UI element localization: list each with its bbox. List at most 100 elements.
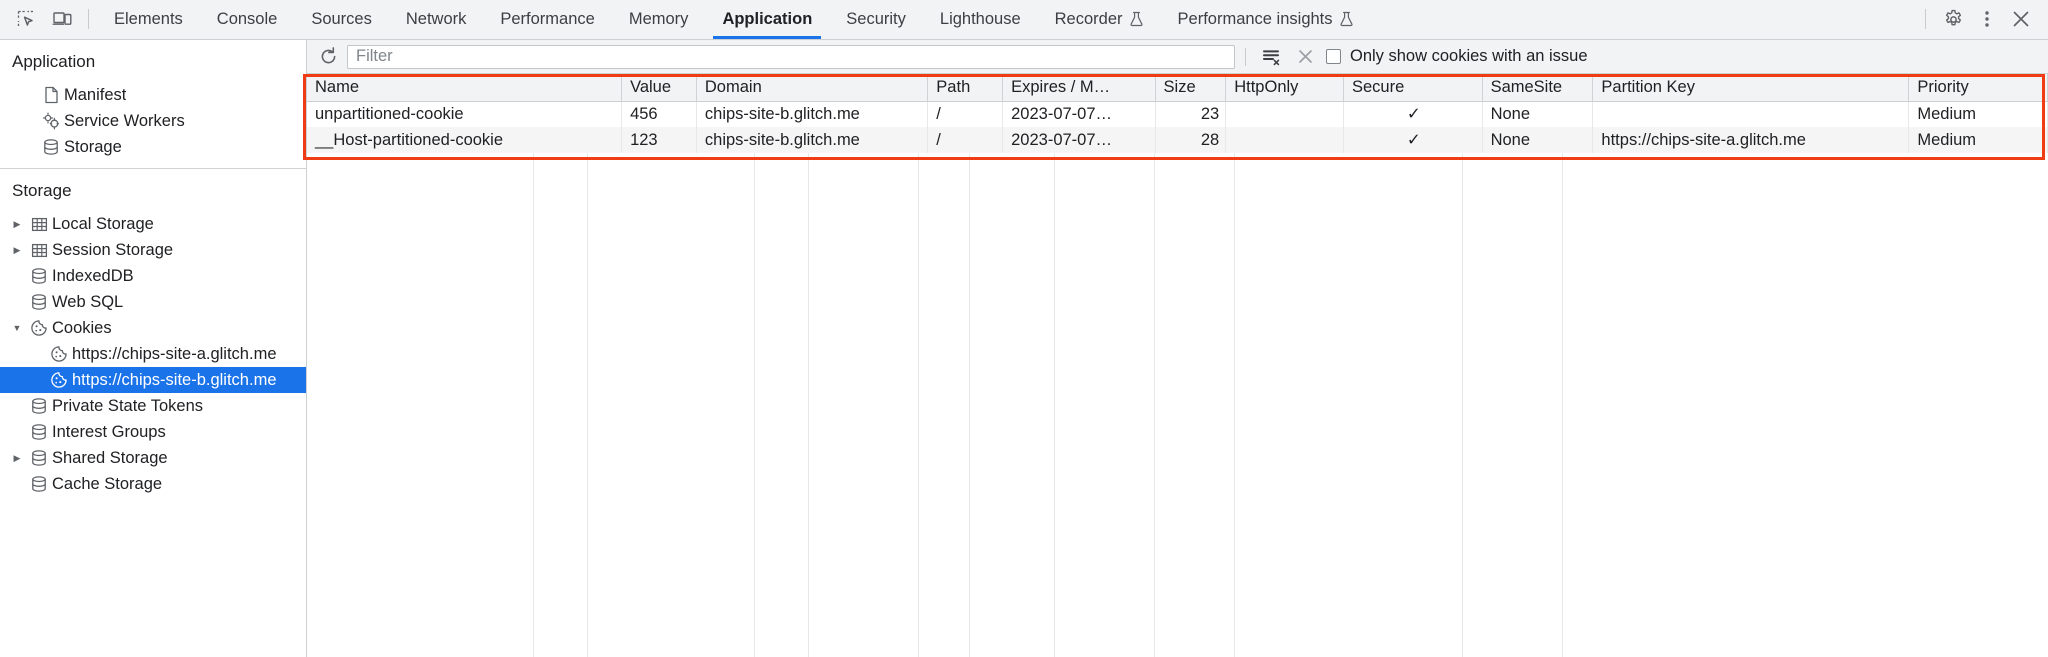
inspect-element-icon[interactable] bbox=[8, 4, 44, 34]
sidebar-storage-group: Storage ▶ Local Storage ▶ bbox=[0, 169, 306, 505]
close-devtools-icon[interactable] bbox=[2004, 2, 2038, 36]
tab-recorder[interactable]: Recorder bbox=[1038, 0, 1161, 39]
sidebar-item-label: Private State Tokens bbox=[52, 396, 204, 415]
tab-application[interactable]: Application bbox=[705, 0, 829, 39]
sidebar-item-storage[interactable]: Storage bbox=[0, 134, 306, 160]
cookie-icon bbox=[26, 319, 52, 337]
column-header-secure[interactable]: Secure bbox=[1343, 74, 1483, 102]
tab-sources[interactable]: Sources bbox=[294, 0, 389, 39]
table-grid-icon bbox=[26, 216, 52, 233]
cell-priority: Medium bbox=[1908, 127, 2048, 153]
sidebar-item-interest-groups[interactable]: Interest Groups bbox=[0, 419, 306, 445]
database-icon bbox=[38, 138, 64, 156]
cookies-panel: Filter Only show cookies with an bbox=[307, 40, 2048, 657]
cookie-icon bbox=[46, 345, 72, 363]
empty-col bbox=[919, 153, 970, 657]
sidebar-item-cookies[interactable]: ▼ Cookies bbox=[0, 315, 306, 341]
column-header-path[interactable]: Path bbox=[927, 74, 1004, 102]
column-header-name[interactable]: Name bbox=[307, 74, 623, 102]
sidebar-item-label: Local Storage bbox=[52, 214, 154, 233]
more-options-icon[interactable] bbox=[1970, 2, 2004, 36]
column-header-expires[interactable]: Expires / M… bbox=[1002, 74, 1156, 102]
sidebar-divider bbox=[0, 168, 306, 169]
empty-col bbox=[1055, 153, 1155, 657]
column-header-value[interactable]: Value bbox=[621, 74, 697, 102]
empty-col bbox=[809, 153, 919, 657]
sidebar-item-label: Service Workers bbox=[64, 111, 185, 130]
settings-gear-icon[interactable] bbox=[1936, 2, 1970, 36]
empty-col bbox=[1235, 153, 1463, 657]
chevron-right-icon[interactable]: ▶ bbox=[13, 452, 21, 463]
checkbox-box[interactable] bbox=[1326, 49, 1341, 64]
sidebar-item-cache-storage[interactable]: Cache Storage bbox=[0, 471, 306, 497]
sidebar-item-private-state-tokens[interactable]: Private State Tokens bbox=[0, 393, 306, 419]
empty-col bbox=[970, 153, 1055, 657]
tab-network-label: Network bbox=[405, 9, 467, 28]
clear-all-cookies-icon[interactable] bbox=[1290, 43, 1320, 71]
column-header-size[interactable]: Size bbox=[1155, 74, 1227, 102]
tab-memory[interactable]: Memory bbox=[612, 0, 706, 39]
empty-col bbox=[1155, 153, 1235, 657]
only-show-issues-checkbox[interactable]: Only show cookies with an issue bbox=[1326, 47, 1588, 66]
sidebar-item-web-sql[interactable]: Web SQL bbox=[0, 289, 306, 315]
database-icon bbox=[26, 449, 52, 467]
column-header-httponly[interactable]: HttpOnly bbox=[1225, 74, 1344, 102]
column-header-partition-key[interactable]: Partition Key bbox=[1592, 74, 1910, 102]
sidebar-item-session-storage[interactable]: ▶ Session Storage bbox=[0, 237, 306, 263]
sidebar-item-label: Storage bbox=[64, 137, 122, 156]
tab-performance-insights[interactable]: Performance insights bbox=[1161, 0, 1371, 39]
sidebar-item-label: Interest Groups bbox=[52, 422, 166, 441]
tab-console[interactable]: Console bbox=[200, 0, 295, 39]
toolbar-right-icons bbox=[1921, 0, 2048, 39]
chevron-right-icon[interactable]: ▶ bbox=[13, 218, 21, 229]
cell-path: / bbox=[927, 101, 1004, 127]
sidebar-item-label: https://chips-site-a.glitch.me bbox=[72, 344, 277, 363]
sidebar-item-manifest[interactable]: Manifest bbox=[0, 82, 306, 108]
empty-grid-area bbox=[307, 153, 2048, 657]
sidebar-item-cookies-site-a[interactable]: https://chips-site-a.glitch.me bbox=[0, 341, 306, 367]
sidebar-application-title: Application bbox=[12, 52, 96, 71]
chevron-down-icon[interactable]: ▼ bbox=[12, 323, 22, 333]
sidebar-item-service-workers[interactable]: Service Workers bbox=[0, 108, 306, 134]
sidebar-storage-title: Storage bbox=[12, 181, 72, 200]
table-row[interactable]: __Host-partitioned-cookie 123 chips-site… bbox=[307, 127, 2048, 153]
table-row[interactable]: unpartitioned-cookie 456 chips-site-b.gl… bbox=[307, 101, 2048, 127]
column-header-priority[interactable]: Priority bbox=[1908, 74, 2048, 102]
empty-col bbox=[1463, 153, 1563, 657]
tab-security[interactable]: Security bbox=[829, 0, 923, 39]
cell-value: 123 bbox=[621, 127, 697, 153]
filter-input[interactable]: Filter bbox=[347, 44, 1235, 69]
column-header-domain[interactable]: Domain bbox=[696, 74, 929, 102]
clear-filtered-cookies-icon[interactable] bbox=[1256, 43, 1286, 71]
empty-col bbox=[534, 153, 588, 657]
cell-secure: ✓ bbox=[1343, 127, 1483, 153]
tab-sources-label: Sources bbox=[311, 9, 372, 28]
chevron-right-icon[interactable]: ▶ bbox=[13, 244, 21, 255]
sidebar-item-local-storage[interactable]: ▶ Local Storage bbox=[0, 211, 306, 237]
device-toolbar-icon[interactable] bbox=[44, 4, 80, 34]
cell-expires: 2023-07-07… bbox=[1002, 127, 1156, 153]
application-sidebar: Application Manifest bbox=[0, 40, 307, 657]
refresh-icon[interactable] bbox=[313, 43, 343, 71]
cookies-filter-bar: Filter Only show cookies with an bbox=[307, 40, 2048, 74]
toolbar-left-icons bbox=[0, 0, 97, 39]
sidebar-item-cookies-site-b[interactable]: https://chips-site-b.glitch.me bbox=[0, 367, 306, 393]
cell-name: unpartitioned-cookie bbox=[307, 101, 623, 127]
tab-elements[interactable]: Elements bbox=[97, 0, 200, 39]
cookies-table-container: Name Value Domain Path Expires / M… Size… bbox=[307, 74, 2048, 657]
tab-performance[interactable]: Performance bbox=[483, 0, 611, 39]
sidebar-item-shared-storage[interactable]: ▶ Shared Storage bbox=[0, 445, 306, 471]
cell-domain: chips-site-b.glitch.me bbox=[696, 127, 929, 153]
sidebar-item-indexeddb[interactable]: IndexedDB bbox=[0, 263, 306, 289]
empty-col bbox=[307, 153, 534, 657]
cell-size: 28 bbox=[1155, 127, 1227, 153]
tab-network[interactable]: Network bbox=[389, 0, 484, 39]
sidebar-item-label: IndexedDB bbox=[52, 266, 134, 285]
database-icon bbox=[26, 267, 52, 285]
tab-lighthouse[interactable]: Lighthouse bbox=[923, 0, 1038, 39]
cell-value: 456 bbox=[621, 101, 697, 127]
tab-lighthouse-label: Lighthouse bbox=[939, 9, 1021, 28]
column-header-samesite[interactable]: SameSite bbox=[1482, 74, 1594, 102]
tab-performance-insights-label: Performance insights bbox=[1177, 9, 1333, 28]
